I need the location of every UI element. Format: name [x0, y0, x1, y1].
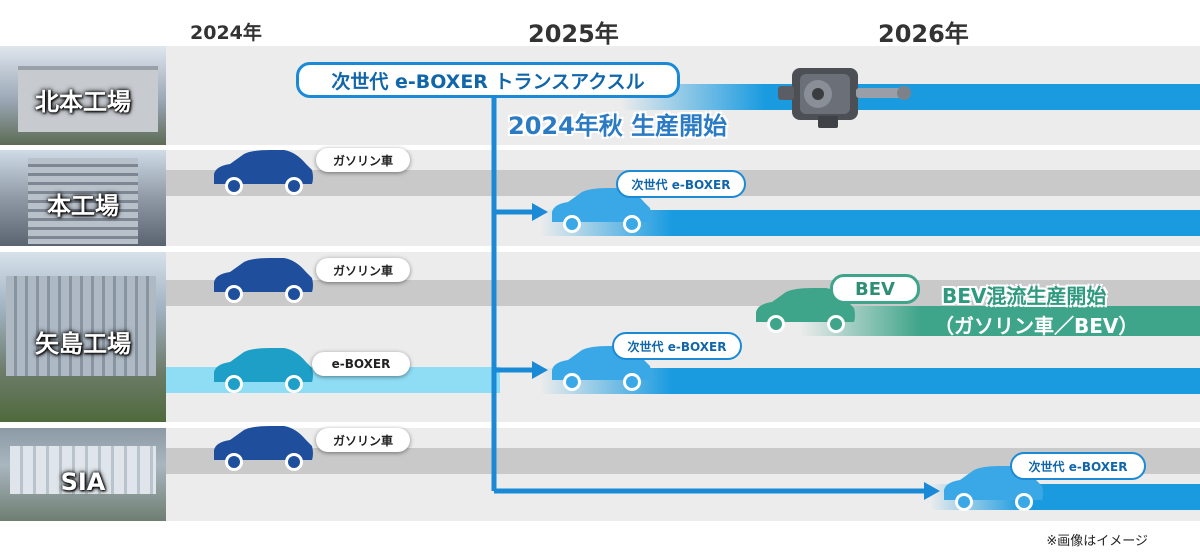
- gasoline-tag-yajima: ガソリン車: [316, 258, 410, 282]
- bev-mixed-production-label: BEV混流生産開始: [942, 284, 1107, 308]
- factory-photo-hon: 本工場: [0, 150, 166, 246]
- factory-photo-kitamoto: 北本工場: [0, 46, 166, 145]
- next-gen-tag-yajima: 次世代 e-BOXER: [612, 332, 742, 360]
- gasoline-tag-hon: ガソリン車: [316, 148, 410, 172]
- factory-label-hon: 本工場: [47, 192, 119, 220]
- gasoline-car-icon: [210, 256, 316, 304]
- next-gen-tag-hon: 次世代 e-BOXER: [616, 170, 746, 198]
- year-2025: 2025年: [528, 20, 619, 48]
- factory-photo-sia: SIA: [0, 428, 166, 521]
- factory-photo-yajima: 矢島工場: [0, 252, 166, 422]
- next-gen-tag-sia: 次世代 e-BOXER: [1010, 452, 1146, 480]
- building-shape: [6, 276, 156, 376]
- production-start-label: 2024年秋 生産開始: [508, 112, 728, 140]
- factory-label-yajima: 矢島工場: [35, 330, 131, 358]
- bev-band: [800, 306, 1200, 336]
- gasoline-band-yajima: [166, 280, 1200, 306]
- bev-tag: BEV: [830, 274, 920, 304]
- transaxle-band: [620, 84, 1200, 110]
- building-shape: [10, 446, 156, 494]
- transaxle-banner: 次世代 e-BOXER トランスアクスル: [296, 62, 680, 98]
- factory-label-sia: SIA: [60, 468, 106, 496]
- transaxle-icon: [778, 68, 911, 128]
- year-2026: 2026年: [878, 20, 969, 48]
- image-note: ※画像はイメージ: [1046, 534, 1148, 549]
- gasoline-car-icon: [210, 424, 316, 472]
- eboxer-tag-yajima: e-BOXER: [312, 352, 410, 376]
- gasoline-car-icon: [210, 148, 316, 196]
- eboxer-car-icon: [210, 346, 316, 394]
- building-shape: [28, 158, 138, 244]
- factory-label-kitamoto: 北本工場: [35, 88, 131, 116]
- gasoline-tag-sia: ガソリン車: [316, 428, 410, 452]
- building-shape: [18, 66, 158, 132]
- bev-mixed-production-sublabel: （ガソリン車／BEV）: [934, 314, 1139, 338]
- year-2024: 2024年: [190, 22, 262, 44]
